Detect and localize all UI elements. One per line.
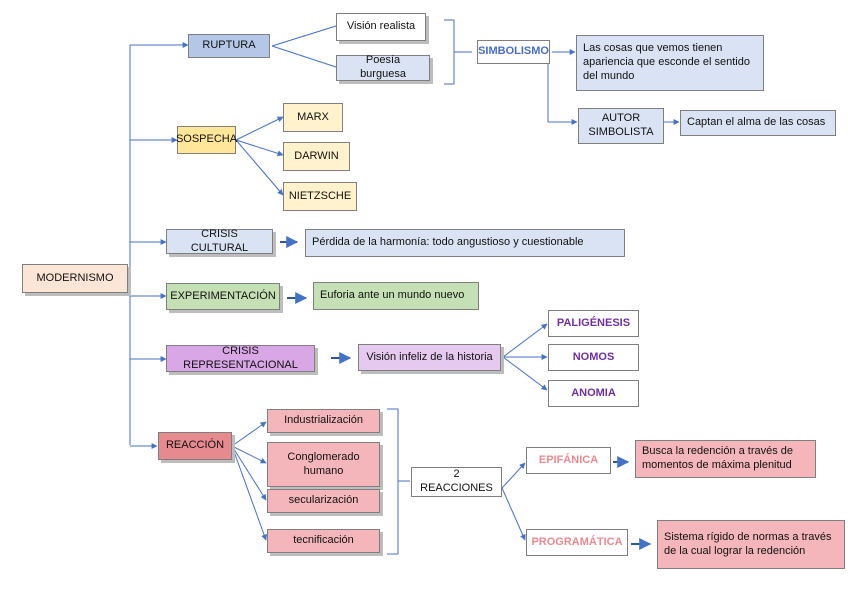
node-vision-realista-label: Visión realista bbox=[346, 20, 416, 33]
node-modernismo-label: MODERNISMO bbox=[36, 271, 114, 284]
link-nietzsche bbox=[235, 139, 284, 196]
node-industrializacion-label: Industrialización bbox=[284, 414, 363, 427]
node-autor-simbolista-label: AUTOR SIMBOLISTA bbox=[588, 112, 654, 138]
node-programatica-desc: Sistema rígido de normas a través de la … bbox=[657, 520, 845, 569]
node-conglomerado-label: Conglomerado humano bbox=[287, 450, 360, 477]
node-nietzsche: NIETZSCHE bbox=[283, 182, 357, 211]
link-simbolismo-autor bbox=[547, 63, 578, 125]
node-marx-label: MARX bbox=[297, 110, 329, 123]
link-industrializacion bbox=[231, 421, 267, 447]
bracket-reacciones bbox=[387, 408, 399, 555]
node-experimentacion-desc-label: Euforia ante un mundo nuevo bbox=[320, 289, 465, 302]
node-sospecha: SOSPECHA bbox=[175, 126, 238, 154]
node-modernismo: MODERNISMO bbox=[22, 264, 128, 293]
node-tecnificacion-label: tecnificación bbox=[293, 534, 354, 547]
node-autor-desc-label: Captan el alma de las cosas bbox=[687, 116, 826, 129]
node-programatica-label: PROGRAMÁTICA bbox=[531, 535, 623, 548]
node-simbolismo-desc: Las cosas que vemos tienen apariencia qu… bbox=[576, 35, 764, 91]
node-sospecha-label: SOSPECHA bbox=[175, 133, 238, 146]
node-crisis-cultural-desc: Pérdida de la harmonía: todo angustioso … bbox=[305, 229, 625, 257]
node-ruptura: RUPTURA bbox=[188, 34, 270, 58]
node-experimentacion-desc: Euforia ante un mundo nuevo bbox=[313, 282, 479, 310]
link-marx bbox=[235, 116, 284, 141]
node-simbolismo-label: SIMBOLISMO bbox=[478, 45, 549, 58]
node-tecnificacion: tecnificación bbox=[267, 529, 380, 553]
node-darwin-label: DARWIN bbox=[294, 149, 339, 162]
node-secularizacion-label: secularización bbox=[288, 494, 359, 507]
node-epifanica-desc-label: Busca la redención a través de momentos … bbox=[642, 445, 794, 471]
node-autor-desc: Captan el alma de las cosas bbox=[680, 110, 836, 136]
node-crisis-repr-desc-label: Visión infeliz de la historia bbox=[366, 350, 493, 363]
node-crisis-representacional: CRISIS REPRESENTACIONAL bbox=[166, 345, 315, 372]
node-dos-reacciones-label: 2 REACCIONES bbox=[420, 468, 493, 494]
node-secularizacion: secularización bbox=[267, 489, 380, 513]
link-vision-realista bbox=[271, 25, 337, 47]
node-programatica: PROGRAMÁTICA bbox=[526, 529, 628, 556]
node-nomos: NOMOS bbox=[548, 344, 639, 371]
node-crisis-cultural-label: CRISIS CULTURAL bbox=[190, 227, 249, 254]
link-conglomerado bbox=[231, 445, 267, 464]
node-paligenesis-label: PALIGÉNESIS bbox=[556, 316, 631, 329]
node-industrializacion: Industrialización bbox=[267, 409, 380, 433]
node-experimentacion: EXPERIMENTACIÓN bbox=[166, 283, 280, 310]
node-programatica-desc-label: Sistema rígido de normas a través de la … bbox=[664, 530, 832, 557]
node-ruptura-label: RUPTURA bbox=[202, 39, 256, 52]
node-crisis-representacional-label: CRISIS REPRESENTACIONAL bbox=[183, 344, 298, 371]
node-epifanica-desc: Busca la redención a través de momentos … bbox=[635, 440, 816, 478]
link-secularizacion bbox=[231, 445, 267, 501]
bracket-simbolismo bbox=[444, 19, 455, 85]
link-darwin bbox=[235, 139, 284, 157]
node-dos-reacciones: 2 REACCIONES bbox=[411, 467, 502, 497]
link-paligenesis bbox=[502, 323, 548, 358]
node-nietzsche-label: NIETZSCHE bbox=[288, 189, 352, 202]
node-simbolismo: SIMBOLISMO bbox=[477, 40, 550, 64]
node-crisis-cultural: CRISIS CULTURAL bbox=[166, 227, 273, 254]
node-reaccion-label: REACCIÓN bbox=[165, 439, 225, 452]
node-poesia-burguesa: Poesía burguesa bbox=[336, 54, 430, 81]
node-poesia-burguesa-label: Poesía burguesa bbox=[360, 54, 406, 80]
node-conglomerado: Conglomerado humano bbox=[267, 442, 380, 487]
link-tecnificacion bbox=[231, 445, 267, 541]
node-vision-realista: Visión realista bbox=[336, 13, 426, 41]
node-reaccion: REACCIÓN bbox=[158, 432, 232, 460]
node-paligenesis: PALIGÉNESIS bbox=[548, 310, 639, 337]
link-anomia bbox=[502, 356, 548, 391]
node-nomos-label: NOMOS bbox=[572, 350, 615, 363]
node-anomia-label: ANOMIA bbox=[571, 386, 616, 399]
node-epifanica-label: EPIFÁNICA bbox=[538, 453, 599, 466]
node-crisis-cultural-desc-label: Pérdida de la harmonía: todo angustioso … bbox=[312, 236, 584, 249]
link-programatica bbox=[501, 487, 526, 541]
node-autor-simbolista: AUTOR SIMBOLISTA bbox=[578, 108, 664, 144]
node-experimentacion-label: EXPERIMENTACIÓN bbox=[170, 289, 276, 302]
node-simbolismo-desc-label: Las cosas que vemos tienen apariencia qu… bbox=[583, 42, 750, 82]
link-poesia-burguesa bbox=[271, 45, 337, 68]
link-epifanica bbox=[501, 462, 526, 489]
node-marx: MARX bbox=[283, 103, 343, 132]
node-epifanica: EPIFÁNICA bbox=[526, 447, 611, 474]
node-darwin: DARWIN bbox=[283, 142, 350, 171]
node-anomia: ANOMIA bbox=[548, 380, 639, 407]
node-crisis-repr-desc: Visión infeliz de la historia bbox=[358, 344, 501, 371]
